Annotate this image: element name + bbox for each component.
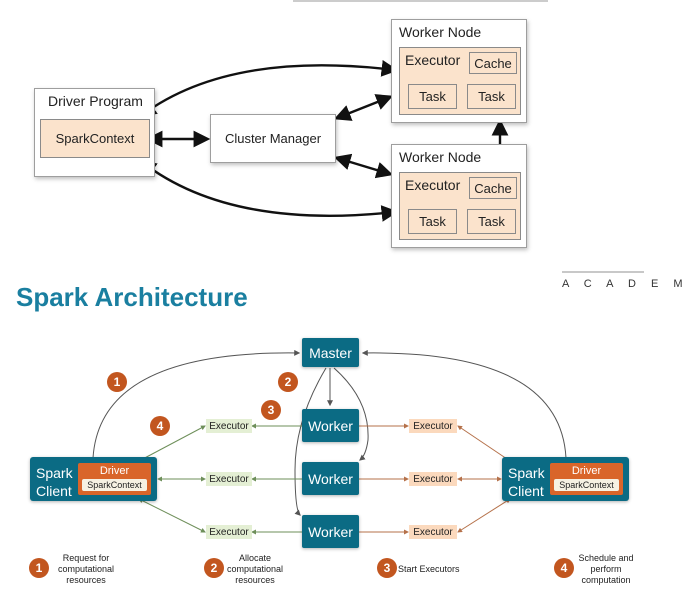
worker-node-1: Worker Node Executor Cache Task Task — [391, 19, 527, 123]
brand-logo-mark — [562, 271, 644, 273]
executor-1-label: Executor — [405, 52, 461, 68]
executor-right-3: Executor — [409, 525, 457, 539]
executor-right-2: Executor — [409, 472, 457, 486]
spark-client-right-label: Spark Client — [508, 465, 545, 499]
task-1a-box: Task — [408, 84, 457, 109]
executor-left-1: Executor — [206, 419, 252, 433]
step-badge-3: 3 — [261, 400, 281, 420]
task-2b-box: Task — [467, 209, 516, 234]
executor-left-3: Executor — [206, 525, 252, 539]
driver-program-title: Driver Program — [48, 93, 143, 109]
executor-2-label: Executor — [405, 177, 461, 193]
spark-client-right: Spark Client Driver SparkContext — [502, 457, 629, 501]
legend-badge-2: 2 — [204, 558, 224, 578]
worker-node-2-title: Worker Node — [399, 149, 482, 165]
cluster-manager-box: Cluster Manager — [210, 114, 336, 163]
step-badge-1: 1 — [107, 372, 127, 392]
task-1b-box: Task — [467, 84, 516, 109]
page-title: Spark Architecture — [16, 282, 248, 312]
task-2a-box: Task — [408, 209, 457, 234]
driver-right: Driver SparkContext — [550, 463, 623, 495]
spark-context-left: SparkContext — [82, 479, 147, 491]
spark-context-right: SparkContext — [554, 479, 619, 491]
legend-badge-1: 1 — [29, 558, 49, 578]
step-badge-2: 2 — [278, 372, 298, 392]
executor-2-box: Executor Cache Task Task — [399, 172, 521, 240]
worker-box-1: Worker — [302, 409, 359, 442]
legend-text-2: Allocate computational resources — [226, 553, 284, 585]
executor-right-1: Executor — [409, 419, 457, 433]
driver-left: Driver SparkContext — [78, 463, 151, 495]
legend-badge-4: 4 — [554, 558, 574, 578]
cache-1-box: Cache — [469, 52, 517, 74]
step-badge-4: 4 — [150, 416, 170, 436]
worker-box-2: Worker — [302, 462, 359, 495]
legend-badge-3: 3 — [377, 558, 397, 578]
driver-right-label: Driver — [571, 465, 602, 477]
master-node: Master — [302, 338, 359, 367]
brand-text: A C A D E M — [562, 278, 689, 290]
spark-client-left: Spark Client Driver SparkContext — [30, 457, 157, 501]
executor-left-2: Executor — [206, 472, 252, 486]
legend-text-1: Request for computational resources — [57, 553, 115, 585]
spark-context-box: SparkContext — [40, 119, 150, 158]
worker-node-2: Worker Node Executor Cache Task Task — [391, 144, 527, 248]
cache-2-box: Cache — [469, 177, 517, 199]
executor-1-box: Executor Cache Task Task — [399, 47, 521, 115]
driver-left-label: Driver — [99, 465, 130, 477]
worker-node-1-title: Worker Node — [399, 24, 482, 40]
legend-text-4: Schedule and perform computation — [578, 553, 634, 585]
spark-client-left-label: Spark Client — [36, 465, 73, 499]
driver-program-box: Driver Program SparkContext — [34, 88, 155, 177]
legend-text-3: Start Executors — [398, 564, 460, 574]
worker-box-3: Worker — [302, 515, 359, 548]
